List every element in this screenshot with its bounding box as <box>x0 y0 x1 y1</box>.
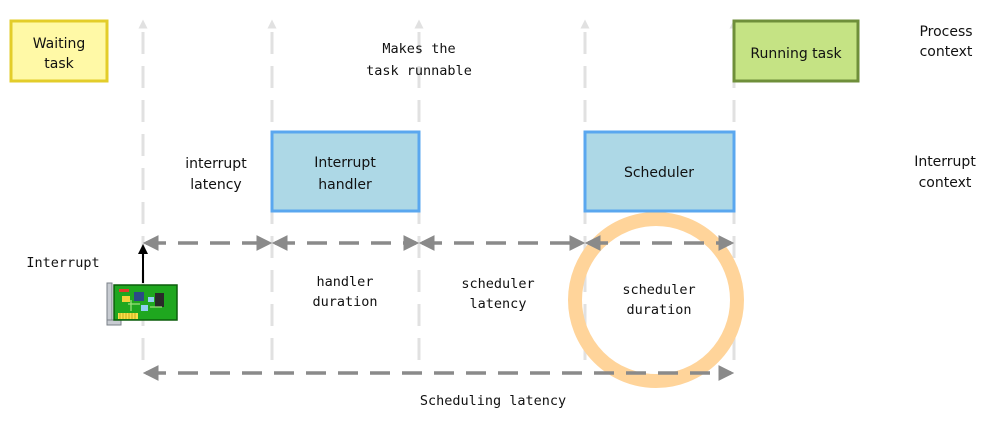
handler-duration-label-line: handler <box>317 274 374 290</box>
makes-runnable-label-line: Makes the <box>382 41 455 57</box>
process-context-label-line: context <box>920 44 973 60</box>
scheduler-duration-label-line: scheduler <box>622 282 695 298</box>
interrupt-context-label-line: Interrupt <box>914 154 976 170</box>
interrupt-handler-label-line: Interrupt <box>314 155 376 171</box>
interrupt-latency-label-line: latency <box>190 177 241 193</box>
latency-arrows <box>142 235 735 381</box>
waiting-task-box <box>9 19 109 83</box>
interrupt-handler-label: Interrupt handler <box>314 155 376 193</box>
interrupt-handler-box <box>270 130 421 213</box>
scheduler-duration-highlight <box>568 212 744 388</box>
scheduler-duration-label: scheduler duration <box>622 282 695 318</box>
scheduler-latency-label-line: scheduler <box>461 276 534 292</box>
scheduling-latency-label-line: Scheduling latency <box>420 393 566 409</box>
waiting-task-label: Waiting task <box>33 36 86 72</box>
makes-runnable-label: Makes the task runnable <box>366 41 472 79</box>
running-task-label: Running task <box>750 46 842 62</box>
scheduler-latency-label: scheduler latency <box>461 276 534 312</box>
scheduling-latency-label: Scheduling latency <box>420 393 566 409</box>
running-task-box <box>732 19 860 83</box>
interrupt-context-label-line: context <box>919 175 972 191</box>
scheduler-label: Scheduler <box>624 165 694 181</box>
scheduler-latency-label-line: latency <box>470 296 527 312</box>
handler-duration-label-line: duration <box>312 294 377 310</box>
running-task-label-line: Running task <box>750 46 842 62</box>
interrupt-handler-label-line: handler <box>318 177 372 193</box>
waiting-task-label-line: Waiting <box>33 36 86 52</box>
process-context-label: Process context <box>919 24 972 60</box>
scheduler-box <box>583 130 736 213</box>
process-context-label-line: Process <box>919 24 972 40</box>
network-card-icon <box>106 282 178 326</box>
interrupt-latency-label: interrupt latency <box>185 156 247 193</box>
scheduler-duration-label-line: duration <box>626 302 691 318</box>
interrupt-label-line: Interrupt <box>26 255 99 271</box>
handler-duration-label: handler duration <box>312 274 377 310</box>
scheduler-label-line: Scheduler <box>624 165 694 181</box>
interrupt-latency-label-line: interrupt <box>185 156 247 172</box>
makes-runnable-label-line: task runnable <box>366 63 472 79</box>
interrupt-context-label: Interrupt context <box>914 154 976 191</box>
interrupt-label: Interrupt <box>26 255 99 271</box>
waiting-task-label-line: task <box>44 56 74 72</box>
